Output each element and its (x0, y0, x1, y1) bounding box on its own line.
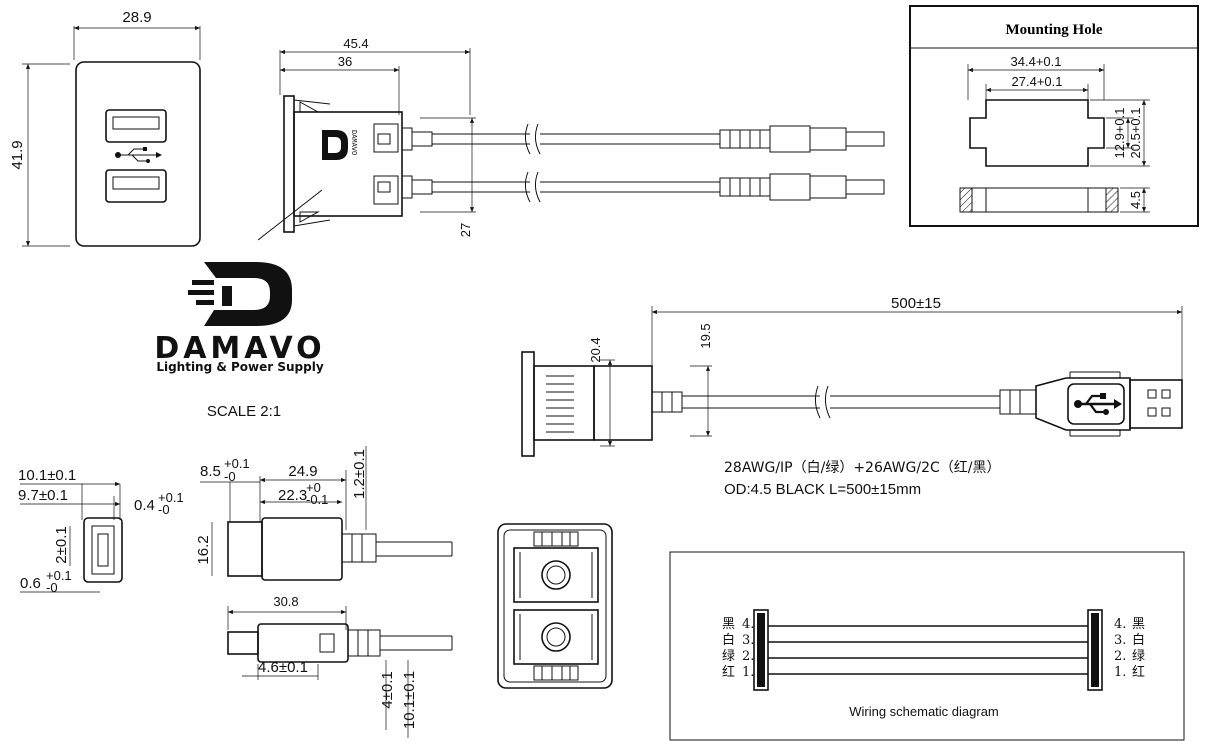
wire-left-pin-2: 2. (742, 649, 754, 664)
plug-small: 4.6±0.1 (258, 659, 308, 676)
hole-outline (969, 99, 1105, 167)
front-body (75, 61, 201, 247)
plug-len3: 30.8 (273, 594, 298, 609)
wire-left-name-2: 绿 (722, 649, 735, 664)
logo-tagline: Lighting & Power Supply (156, 360, 324, 374)
damavo-logo: DAMAVO Lighting & Power Supply (154, 262, 325, 374)
plug-height: 16.2 (195, 535, 212, 564)
plug-a-tol-lower: -0 (224, 469, 236, 484)
cable-spec-line1: 28AWG/IP（白/绿）+26AWG/2C（红/黑） (724, 460, 1001, 476)
hole-inner-width: 27.4+0.1 (1012, 74, 1063, 89)
usb-plug-symbol-icon (1074, 393, 1122, 415)
wire-right-name-2: 绿 (1132, 649, 1145, 664)
cable-spec-line2: OD:4.5 BLACK L=500±15mm (724, 481, 921, 498)
socket-t1-main: 0.4 (134, 497, 155, 514)
plug-len1: 24.9 (288, 463, 317, 480)
logo-name: DAMAVO (154, 331, 325, 366)
usb-plug (999, 371, 1183, 437)
wiring-frame (669, 551, 1185, 741)
side-view: 45.4 36 DAMAVO (257, 36, 885, 241)
wire-right-name-3: 红 (1132, 664, 1145, 680)
plug-a-tol-upper: +0.1 (224, 456, 250, 471)
hole-outer-width: 34.4+0.1 (1011, 54, 1062, 69)
usb-port-top (105, 109, 167, 143)
usb-symbol-icon (115, 147, 162, 163)
hole-thickness: 4.5 (1128, 191, 1143, 209)
side-depth-dim: 27 (458, 223, 473, 237)
svg-text:DAMAVO: DAMAVO (349, 130, 357, 155)
wire-left-name-1: 白 (722, 632, 735, 648)
socket-b1-tol-lower: -0 (46, 580, 58, 595)
socket-t1-tol-lower: -0 (158, 502, 170, 517)
side-body (293, 111, 403, 217)
plug-a-main: 8.5 (200, 463, 221, 480)
wire-left-name-3: 红 (722, 664, 735, 680)
mounting-hole-title: Mounting Hole (1005, 22, 1102, 38)
damavo-mark-icon: DAMAVO (322, 130, 357, 160)
cable-view: 500±15 20.4 19.5 (521, 295, 1183, 498)
socket-h1: 2±0.1 (53, 526, 70, 563)
wire-right-name-1: 白 (1132, 632, 1145, 648)
wire-left-pin-0: 4. (742, 617, 754, 632)
wire-right-pin-2: 2. (1114, 649, 1126, 664)
cable-length-dim: 500±15 (891, 295, 941, 312)
socket-t1-tol-upper: +0.1 (158, 490, 184, 505)
front-height-dim: 41.9 (9, 140, 26, 169)
plug-detail: 8.5 +0.1 -0 24.9 22.3 +0 -0.1 1.2±0.1 16… (195, 446, 453, 738)
plug-gap: 1.2±0.1 (351, 449, 368, 499)
scale-label: SCALE 2:1 (207, 403, 281, 420)
wiring-schematic: 黑 4. 白 3. 绿 2. 红 1. 4. 黑 3. 白 2. 绿 1. 红 … (669, 551, 1185, 741)
socket-body (83, 517, 123, 583)
cable-height-b: 19.5 (698, 323, 713, 348)
cable-height-a: 20.4 (588, 337, 603, 362)
plug-top (719, 125, 885, 153)
plug-len2-main: 22.3 (278, 487, 307, 504)
plug-len2-tol-lower: -0.1 (306, 492, 328, 507)
plug-v2: 10.1±0.1 (401, 671, 418, 729)
rear-view (497, 523, 613, 689)
wiring-caption: Wiring schematic diagram (849, 704, 999, 719)
plug-len2-tol-upper: +0 (306, 480, 321, 495)
wire-left-name-0: 黑 (722, 617, 735, 632)
front-width-dim: 28.9 (122, 9, 151, 26)
wire-left-pin-1: 3. (742, 633, 754, 648)
plug-v1: 4±0.1 (379, 671, 396, 708)
socket-w2: 9.7±0.1 (18, 487, 68, 504)
plug-bottom (719, 173, 885, 201)
damavo-logo-icon (188, 262, 292, 326)
wire-right-pin-3: 1. (1114, 665, 1126, 680)
hole-inner-height: 12.9+0.1 (1112, 108, 1127, 159)
wire-right-pin-1: 3. (1114, 633, 1126, 648)
side-overall-dim: 45.4 (343, 36, 368, 51)
wire-left-pin-3: 1. (742, 665, 754, 680)
hole-outer-height: 20.5+0.1 (1128, 108, 1143, 159)
wire-right-name-0: 黑 (1132, 617, 1145, 632)
front-view: 28.9 41.9 (9, 9, 201, 247)
socket-b1-main: 0.6 (20, 575, 41, 592)
wire-right-pin-0: 4. (1114, 617, 1126, 632)
socket-b1-tol-upper: +0.1 (46, 568, 72, 583)
socket-detail: 10.1±0.1 9.7±0.1 0.4 +0.1 -0 2±0.1 0.6 +… (18, 467, 184, 595)
mounting-hole-panel: Mounting Hole 34.4+0.1 27.4+0.1 12.9+0.1… (909, 5, 1199, 227)
side-body-dim: 36 (338, 54, 352, 69)
socket-fins (546, 375, 574, 433)
usb-port-bottom (105, 169, 167, 203)
socket-w1: 10.1±0.1 (18, 467, 76, 484)
